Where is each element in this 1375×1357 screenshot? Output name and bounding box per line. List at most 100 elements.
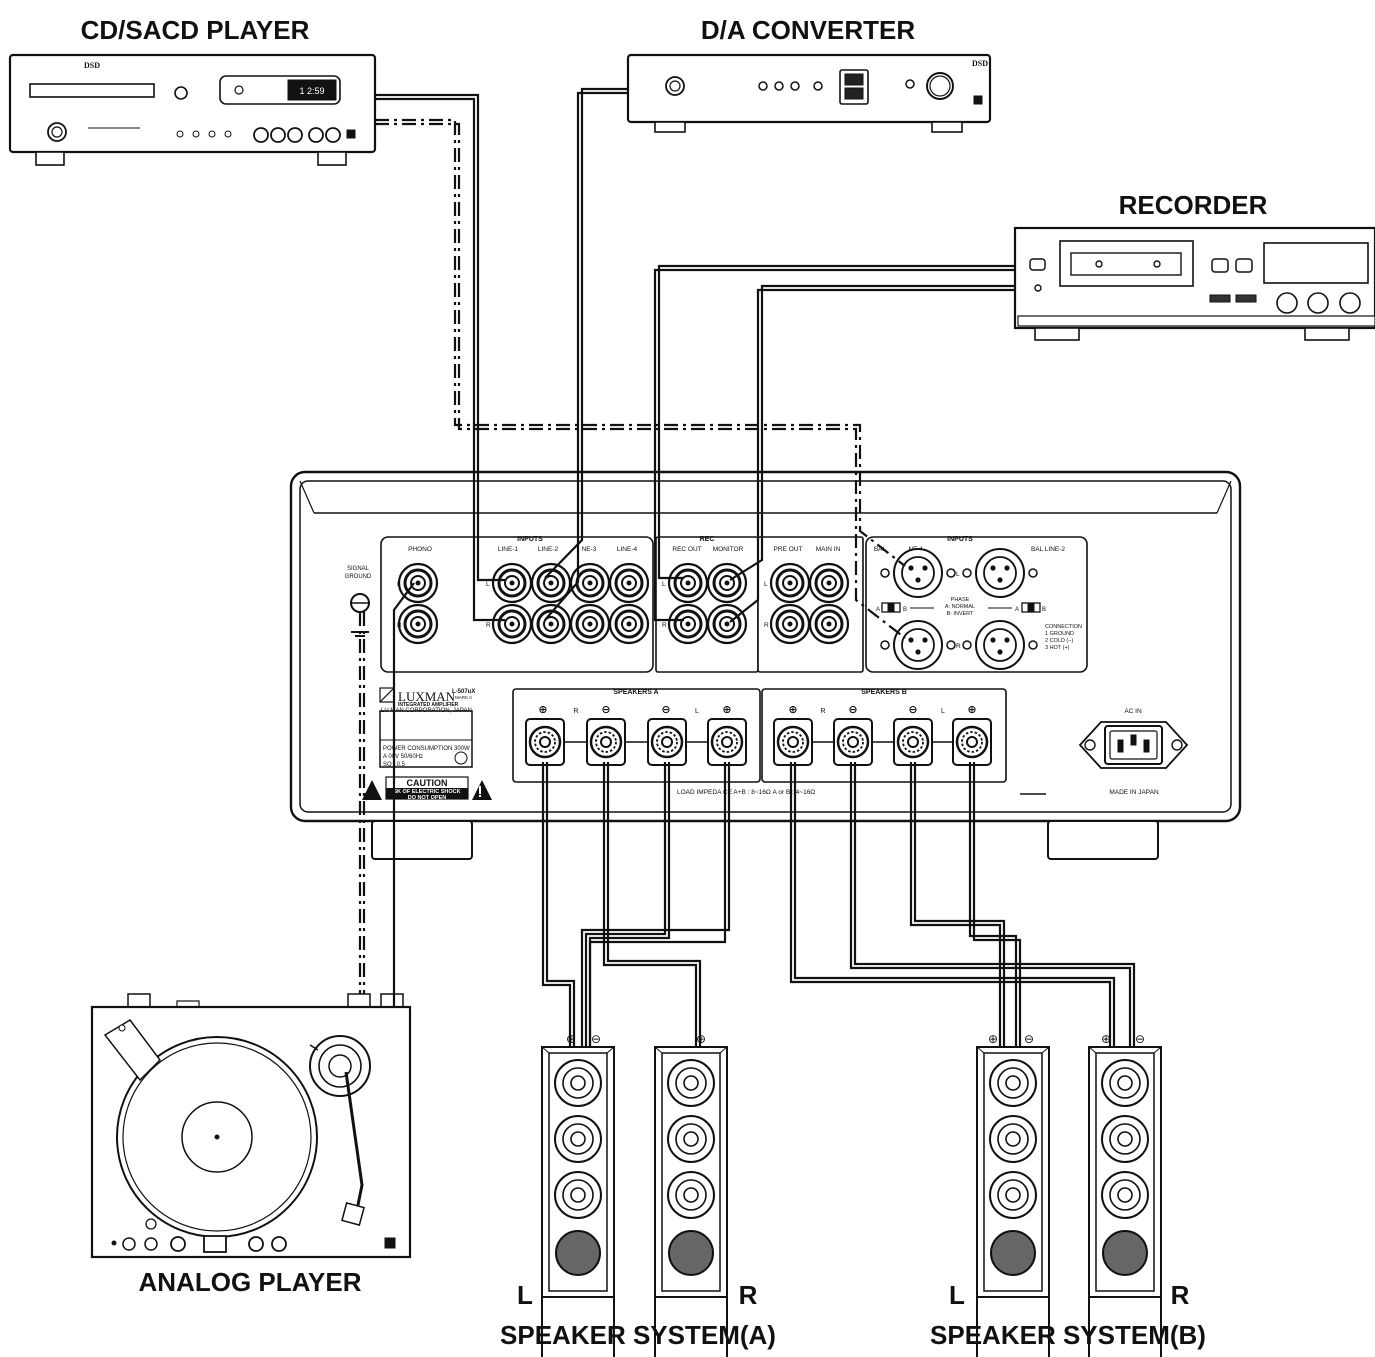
spk-al-minus: ⊖: [591, 1032, 601, 1046]
speaker-b-left: [976, 1046, 1050, 1357]
cd-player-title: CD/SACD PLAYER: [81, 15, 310, 45]
connection-ground: 1 GROUND: [1045, 631, 1074, 637]
caution-line-3: DO NOT OPEN: [408, 795, 447, 801]
phase-invert-label: B: INVERT: [947, 611, 974, 617]
speaker-a-left-label: L: [517, 1280, 533, 1310]
monitor-r-jack: [706, 603, 748, 645]
pre-out-l-jack: [769, 562, 811, 604]
spk-bl-plus: ⊕: [988, 1032, 998, 1046]
connection-hot: 3 HOT (+): [1045, 645, 1070, 651]
speaker-a-right: [654, 1046, 728, 1357]
switch1-b: B: [903, 607, 907, 613]
spk-br-minus: ⊖: [1135, 1032, 1145, 1046]
cables: [358, 87, 1136, 1047]
speaker-b-right: [1088, 1046, 1162, 1357]
rec-out-label: REC OUT: [672, 546, 701, 553]
line-l-mark: L: [486, 581, 490, 588]
bal-l-mark: L: [956, 571, 960, 578]
plus-mark-2: ⊕: [722, 704, 731, 716]
caution-banner: [386, 788, 468, 799]
analog-player: [90, 993, 412, 1259]
line1-l-jack: [491, 562, 533, 604]
switch1-a: A: [876, 607, 880, 613]
rec-out-r-jack: [667, 603, 709, 645]
speaker-b-left-label: L: [949, 1280, 965, 1310]
corp-label: LU MAN CORPORATION, JAPAN: [381, 708, 472, 714]
minus-mark-1: ⊖: [601, 704, 610, 716]
rec-label: REC: [700, 536, 715, 543]
pre-l-mark: L: [764, 581, 768, 588]
line3-r-jack: [569, 603, 611, 645]
dac: [626, 53, 992, 133]
product-label: INTEGRATED AMPLIFIER: [398, 702, 459, 708]
spk-a-r-plus: [524, 717, 566, 767]
pre-out-r-jack: [769, 603, 811, 645]
spk-b-l-mark: L: [941, 708, 945, 715]
spk-b-r-mark: R: [820, 708, 825, 715]
analog-player-title: ANALOG PLAYER: [139, 1267, 362, 1297]
line3-label: NE-3: [582, 546, 597, 553]
spk-a-l-minus: [646, 717, 688, 767]
inputs-label: INPUTS: [517, 536, 543, 543]
speaker-a-left: [541, 1046, 615, 1357]
mark-label: MARK II: [455, 695, 472, 700]
spk-b-l-plus: [951, 717, 993, 767]
dac-title: D/A CONVERTER: [701, 15, 915, 45]
model-label: L-507uX: [452, 689, 475, 695]
phase-label: PHASE: [951, 597, 970, 603]
cd-player: [8, 53, 377, 166]
phono-r-mark: R: [397, 622, 402, 629]
brand-label: LUXMAN: [398, 689, 456, 704]
speaker-b-right-label: R: [1171, 1280, 1190, 1310]
power-label: POWER CONSUMPTION 300W: [383, 746, 470, 752]
voltage-label: A 00V 50/60Hz: [383, 754, 423, 760]
line1-r-jack: [491, 603, 533, 645]
main-in-l-jack: [808, 562, 850, 604]
plus-mark-4: ⊕: [967, 704, 976, 716]
monitor-l-jack: [706, 562, 748, 604]
pre-out-label: PRE OUT: [774, 546, 803, 553]
cd-dsd-logo: DSD: [84, 61, 100, 70]
recorder-title: RECORDER: [1119, 190, 1268, 220]
certification-mark: [454, 751, 468, 765]
warning-icons: [362, 780, 492, 800]
minus-mark-4: ⊖: [908, 704, 917, 716]
luxman-logo: [379, 687, 395, 703]
line-r-mark: R: [486, 622, 491, 629]
bal-inputs-label: INPUTS: [947, 536, 973, 543]
phono-label: PHONO: [408, 546, 432, 553]
line4-label: LINE-4: [617, 546, 638, 553]
ac-inlet: [1078, 721, 1189, 769]
spk-bl-minus: ⊖: [1024, 1032, 1034, 1046]
load-impedance-label: LOAD IMPEDA CE A+B : 8~16Ω A or B : 4~16…: [677, 789, 815, 796]
phase-switches: [881, 602, 1041, 613]
switch2-a: A: [1015, 607, 1019, 613]
phono-r-jack: [397, 603, 439, 645]
minus-mark-3: ⊖: [848, 704, 857, 716]
recorder: [1013, 226, 1375, 341]
spk-a-l-plus: [706, 717, 748, 767]
main-in-label: MAIN IN: [816, 546, 841, 553]
signal-ground-label-1: SIGNAL: [347, 566, 370, 572]
rec-r-mark: R: [662, 622, 667, 629]
connection-label: CONNECTION: [1045, 624, 1082, 630]
spk-a-r-minus: [585, 717, 627, 767]
bal-line1-label: BAL: [874, 546, 887, 553]
connection-cold: 2 COLD (−): [1045, 638, 1073, 644]
plus-mark-3: ⊕: [788, 704, 797, 716]
line2-r-jack: [530, 603, 572, 645]
speaker-system-b-title: SPEAKER SYSTEM(B): [930, 1320, 1206, 1350]
spk-a-r-mark: R: [573, 708, 578, 715]
speakers-b-label: SPEAKERS B: [861, 689, 907, 696]
ac-in-label: AC IN: [1124, 708, 1142, 715]
caution-line-2: SK OF ELECTRIC SHOCK: [393, 789, 460, 795]
spk-br-plus: ⊕: [1101, 1032, 1111, 1046]
bal-r-mark: R: [956, 643, 961, 650]
bal-line2-label: BAL LINE-2: [1031, 546, 1065, 553]
speaker-system-a-title: SPEAKER SYSTEM(A): [500, 1320, 776, 1350]
speakers-a-label: SPEAKERS A: [613, 689, 658, 696]
plus-mark-1: ⊕: [538, 704, 547, 716]
phase-normal-label: A: NORMAL: [945, 604, 975, 610]
line4-r-jack: [608, 603, 650, 645]
